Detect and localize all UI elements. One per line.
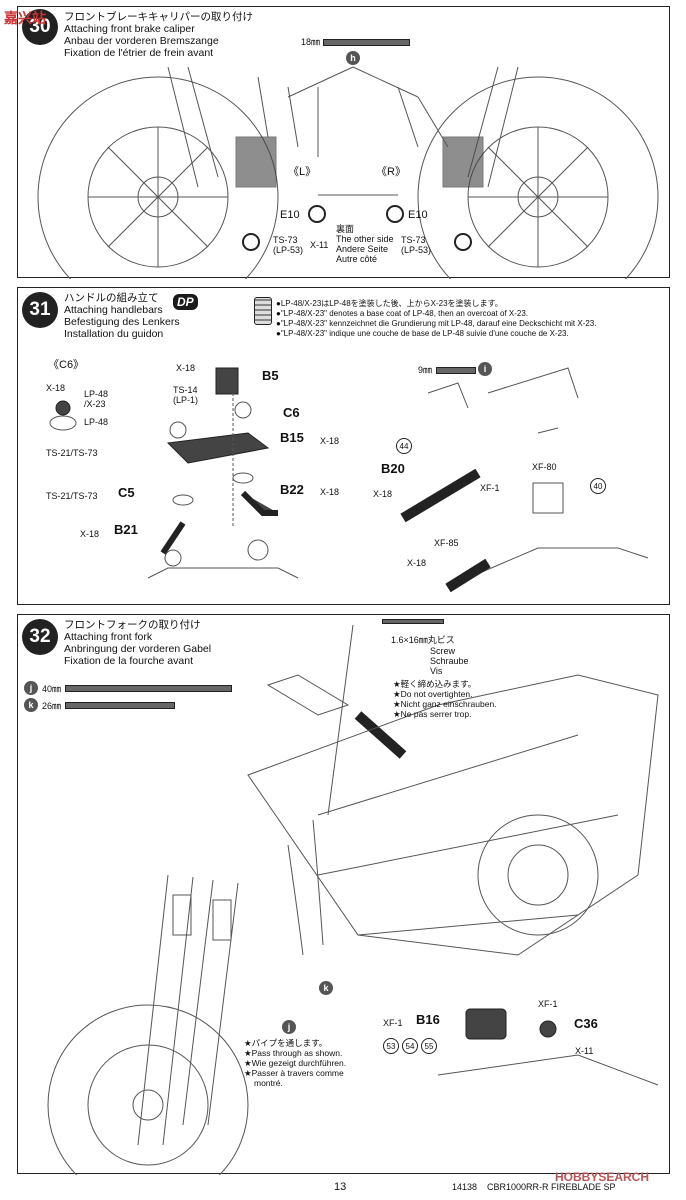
step-32-panel: 32 フロントフォークの取り付け Attaching front fork An… [17, 614, 670, 1175]
paint-xf80: XF-80 [532, 462, 557, 472]
part-b16: B16 [416, 1012, 440, 1027]
screw-size: 1.6×16㎜丸ビス [391, 635, 455, 645]
title-en: Attaching front brake caliper [64, 23, 195, 35]
step-title: ハンドルの組み立て Attaching handlebars Befestigu… [64, 292, 180, 340]
e10-ring-left [308, 205, 326, 223]
title-fr: Fixation de l'étrier de frein avant [64, 47, 214, 59]
brake-caliper-illustration [37, 66, 659, 279]
step-number: 31 [22, 292, 58, 328]
paint-xf1: XF-1 [480, 483, 500, 493]
pipe-length-bar [65, 702, 175, 709]
left-side-label: 《L》 [288, 166, 317, 178]
title-ja: フロントブレーキキャリパーの取り付け [64, 11, 253, 23]
dimension-label: 40㎜ [42, 684, 62, 694]
decal-54: 54 [402, 1038, 418, 1054]
step-number: 30 [22, 9, 58, 45]
pipe-length-bar [323, 39, 410, 46]
part-e10-left: E10 [280, 209, 300, 221]
part-b21: B21 [114, 522, 138, 537]
part-c5: C5 [118, 485, 135, 500]
pipe-length-bar [436, 367, 476, 374]
title-en: Attaching handlebars [64, 304, 163, 316]
step-number: 32 [22, 619, 58, 655]
paint-ts14: TS-14 (LP-1) [173, 385, 199, 405]
step-30-panel: 30 フロントブレーキキャリパーの取り付け Attaching front br… [17, 6, 670, 279]
decal-40: 40 [590, 478, 606, 494]
pipe-j-label: j [282, 1020, 296, 1034]
dimension-label: 18㎜ [301, 37, 321, 47]
step-31-panel: 31 ハンドルの組み立て Attaching handlebars Befest… [17, 287, 670, 605]
paint-ts73-right: TS-73 (LP-53) [401, 235, 432, 255]
part-h-marker: h [346, 51, 360, 65]
kit-model: CBR1000RR-R FIREBLADE SP [487, 1182, 616, 1192]
decal-numbers: 53 54 55 [383, 1038, 437, 1054]
decal-55: 55 [421, 1038, 437, 1054]
paint-x18: X-18 [176, 363, 196, 373]
other-side-note: 裏面 The other side Andere Seite Autre côt… [336, 224, 394, 264]
watermark: HOBBYSEARCH [555, 1170, 650, 1184]
part-b20: B20 [381, 461, 405, 476]
pipe-length-bar [65, 685, 232, 692]
title-ja: ハンドルの組み立て [64, 292, 159, 304]
paint-x18: X-18 [373, 489, 393, 499]
paint-x18: X-18 [407, 558, 427, 568]
paint-lp48-x23: LP-48 /X-23 [84, 389, 109, 409]
lens-left [242, 233, 260, 251]
paint-xf85: XF-85 [434, 538, 459, 548]
part-k-marker: k [24, 698, 38, 712]
paint-ts21-ts73: TS-21/TS-73 [46, 491, 98, 501]
part-b5: B5 [262, 368, 279, 383]
dp-badge: DP [173, 294, 198, 310]
dimension-label: 26㎜ [42, 701, 62, 711]
title-de: Anbringung der vorderen Gabel [64, 643, 212, 655]
dimension-label: 9㎜ [418, 365, 433, 375]
watermark-top: 嘉兴站 [4, 10, 46, 26]
part-i-marker: i [478, 362, 492, 376]
title-en: Attaching front fork [64, 631, 153, 643]
paint-x18: X-18 [320, 436, 340, 446]
screw-graphic [382, 619, 444, 624]
part-c6: C6 [283, 405, 300, 420]
page-number: 13 [334, 1181, 347, 1193]
step-title: フロントブレーキキャリパーの取り付け Attaching front brake… [64, 11, 253, 59]
step-title: フロントフォークの取り付け Attaching front fork Anbri… [64, 619, 211, 667]
kit-code: 14138 [452, 1182, 478, 1192]
paint-x18: X-18 [320, 487, 340, 497]
paint-x18: X-18 [80, 529, 100, 539]
c6-group-label: 《C6》 [48, 359, 85, 371]
title-ja: フロントフォークの取り付け [64, 619, 201, 631]
decal-44: 44 [396, 438, 412, 454]
paint-xf1: XF-1 [383, 1018, 403, 1028]
paint-xf1: XF-1 [538, 999, 558, 1009]
pipe-k-label: k [319, 981, 333, 995]
part-c36: C36 [574, 1016, 598, 1031]
paint-lp48: LP-48 [84, 417, 109, 427]
lens-right [454, 233, 472, 251]
e10-ring-right [386, 205, 404, 223]
part-x11: X-11 [310, 240, 329, 250]
title-fr: Installation du guidon [64, 328, 164, 340]
paint-x11: X-11 [575, 1046, 594, 1056]
tighten-warnings: ★軽く締め込みます。 ★Do not overtighten. ★Nicht g… [393, 679, 497, 719]
handlebar-illustration [49, 367, 649, 593]
routing-notes: ★パイプを通します。 ★Pass through as shown. ★Wie … [244, 1038, 347, 1088]
front-fork-illustration [47, 624, 659, 1175]
paint-ts73-left: TS-73 (LP-53) [273, 235, 304, 255]
paint-ts21-ts73: TS-21/TS-73 [46, 448, 98, 458]
part-e10-right: E10 [408, 209, 428, 221]
paint-x18: X-18 [46, 383, 66, 393]
part-j-marker: j [24, 681, 38, 695]
part-b15: B15 [280, 430, 304, 445]
screw-names: Screw Schraube Vis [430, 646, 469, 676]
title-de: Befestigung des Lenkers [64, 316, 180, 328]
part-b22: B22 [280, 482, 304, 497]
title-fr: Fixation de la fourche avant [64, 655, 193, 667]
paint-notes: ●LP-48/X-23はLP-48を塗装した後、上からX-23を塗装します。 ●… [276, 299, 597, 338]
title-de: Anbau der vorderen Bremszange [64, 35, 219, 47]
decal-53: 53 [383, 1038, 399, 1054]
right-side-label: 《R》 [376, 166, 406, 178]
paint-can-icon [254, 297, 272, 325]
